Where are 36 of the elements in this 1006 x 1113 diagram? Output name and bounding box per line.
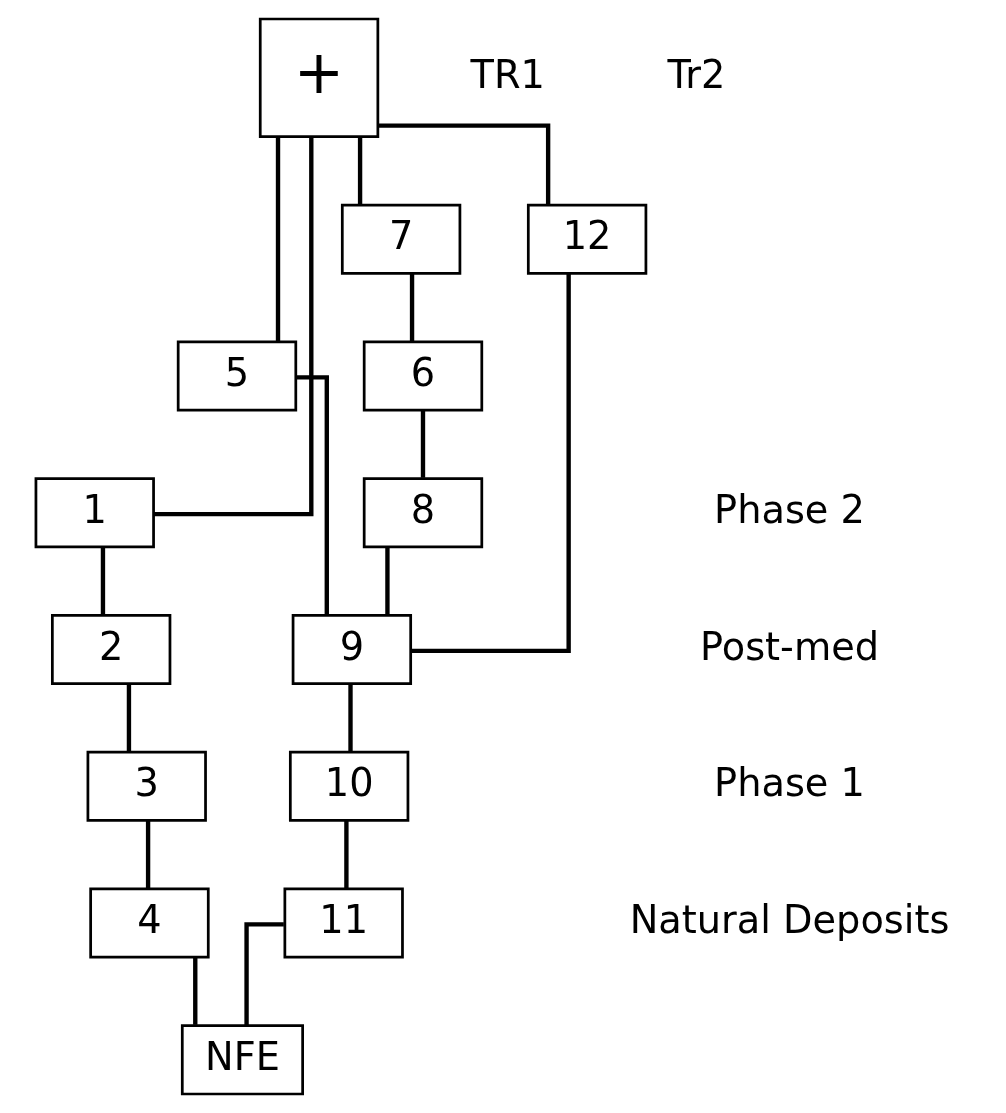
label: TR1 bbox=[470, 51, 545, 97]
node-box: 2 bbox=[51, 613, 172, 686]
node-box: 3 bbox=[86, 750, 207, 822]
label: Phase 2 bbox=[714, 486, 865, 532]
connector bbox=[411, 273, 571, 654]
connector bbox=[344, 820, 349, 889]
node-box: 7 bbox=[340, 203, 462, 275]
node-box: 10 bbox=[288, 750, 410, 822]
connector bbox=[409, 273, 415, 341]
connector bbox=[153, 136, 314, 517]
node-box: 1 bbox=[34, 477, 155, 549]
label: Natural Deposits bbox=[629, 897, 950, 943]
connector bbox=[126, 684, 132, 752]
node-box: + bbox=[258, 17, 380, 138]
connector bbox=[193, 957, 198, 1025]
connector bbox=[385, 547, 390, 615]
label: Post-med bbox=[700, 623, 880, 669]
connector bbox=[244, 922, 284, 1025]
node-box: 5 bbox=[176, 340, 298, 412]
node-box: NFE bbox=[180, 1024, 304, 1096]
connector bbox=[420, 410, 426, 478]
label: Tr2 bbox=[667, 51, 726, 97]
node-box: 4 bbox=[89, 887, 210, 959]
connector bbox=[145, 820, 151, 889]
connector bbox=[378, 123, 551, 205]
connector bbox=[275, 136, 281, 342]
node-box: 11 bbox=[283, 887, 404, 959]
node-box: 6 bbox=[362, 340, 484, 412]
node-box: 8 bbox=[362, 477, 484, 549]
label: Phase 1 bbox=[714, 760, 865, 806]
connector bbox=[296, 375, 329, 616]
node-box: 9 bbox=[291, 613, 413, 686]
node-box: 12 bbox=[526, 203, 648, 275]
connector bbox=[357, 137, 363, 205]
connector bbox=[100, 547, 106, 615]
connector bbox=[348, 684, 353, 752]
